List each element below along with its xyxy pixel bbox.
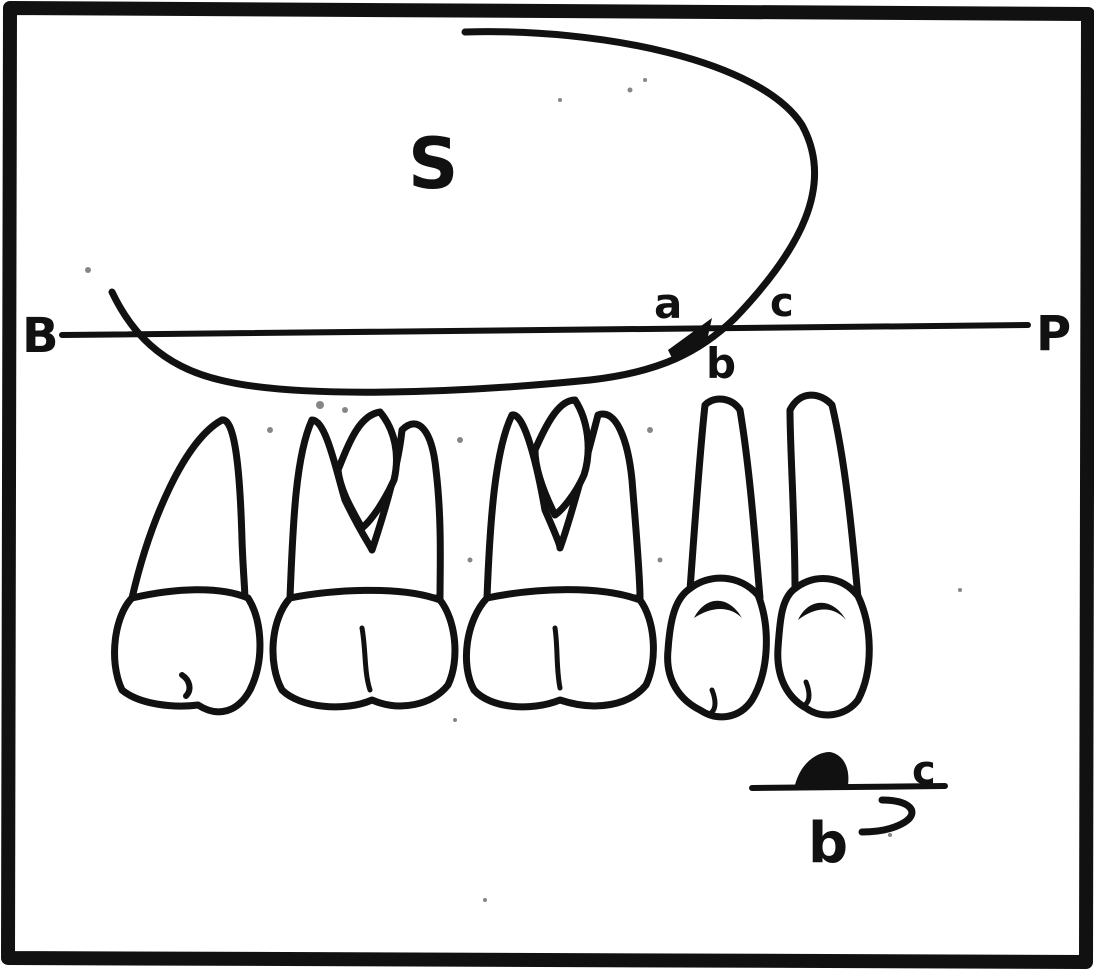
- label-p-right: P: [1036, 306, 1071, 362]
- label-point-b: b: [706, 339, 736, 388]
- premolar-1-crown: [668, 578, 767, 717]
- premolar-2-root: [790, 395, 858, 598]
- premolar-1-root: [690, 399, 760, 598]
- reference-line-bp: [62, 325, 1028, 335]
- label-inset-c: c: [912, 748, 936, 794]
- label-sinus: S: [408, 123, 458, 205]
- teeth-row: [115, 395, 870, 717]
- label-b-left: B: [22, 308, 59, 364]
- label-point-c: c: [770, 280, 794, 326]
- label-point-a: a: [654, 279, 682, 328]
- premolar-2-crown: [778, 579, 869, 715]
- molar-1-root: [132, 420, 245, 600]
- label-inset-b: b: [808, 811, 848, 876]
